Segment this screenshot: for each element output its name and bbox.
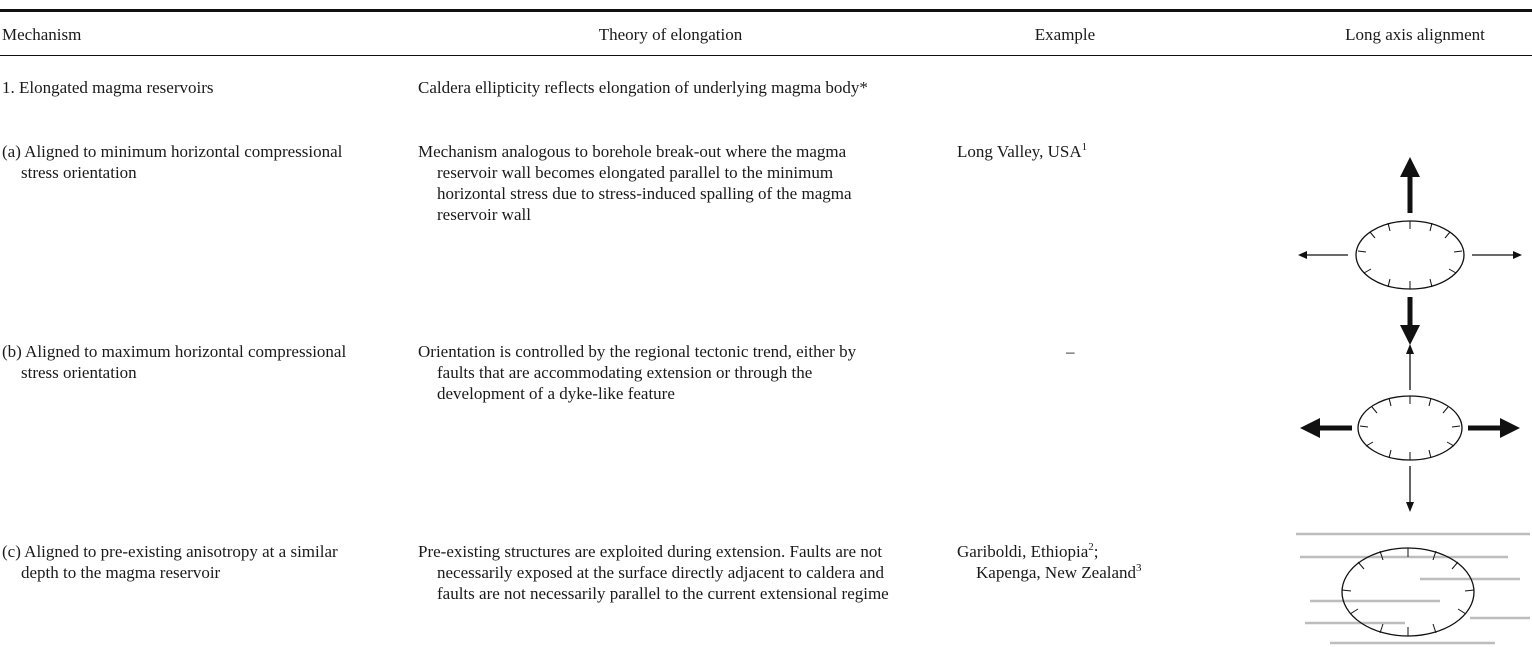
header-example: Example [1034,25,1096,44]
row4-example-line2: Kapenga, New Zealand3 [957,562,1257,583]
row3-example: – [1066,342,1075,361]
row3-theory: Orientation is controlled by the regiona… [418,342,857,403]
row4-example2-ref: 3 [1136,562,1142,574]
row3-mechanism: (b) Aligned to maximum horizontal compre… [2,342,347,382]
header-mechanism: Mechanism [2,25,82,44]
header-rule [0,55,1532,56]
header-theory: Theory of elongation [598,25,743,44]
row3-alignment-figure [1300,344,1520,512]
row4-example-line1: Gariboldi, Ethiopia2; [957,541,1257,562]
row2-alignment-figure [1298,157,1522,345]
row4-theory: Pre-existing structures are exploited du… [418,542,889,603]
row4-example-text: Gariboldi, Ethiopia [957,542,1089,561]
row4-example2-text: Kapenga, New Zealand [976,563,1137,582]
row4-example-separator: ; [1093,542,1099,561]
row1-mechanism: 1. Elongated magma reservoirs [2,78,214,97]
table-top-rule [0,9,1532,12]
row2-theory: Mechanism analogous to borehole break-ou… [418,142,852,224]
row2-example-text: Long Valley, USA [957,142,1082,161]
row4-mechanism: (c) Aligned to pre-existing anisotropy a… [2,542,338,582]
row4-alignment-figure [1296,532,1530,645]
row4-example-ref: 2 [1088,541,1094,553]
header-alignment: Long axis alignment [1345,25,1485,44]
row2-example: Long Valley, USA1 [957,141,1257,162]
row1-theory: Caldera ellipticity reflects elongation … [418,78,868,97]
fault-lines [1296,532,1530,645]
row4-example: Gariboldi, Ethiopia2; Kapenga, New Zeala… [957,541,1257,583]
row2-mechanism: (a) Aligned to minimum horizontal compre… [2,142,343,182]
row2-example-ref: 1 [1081,141,1088,153]
